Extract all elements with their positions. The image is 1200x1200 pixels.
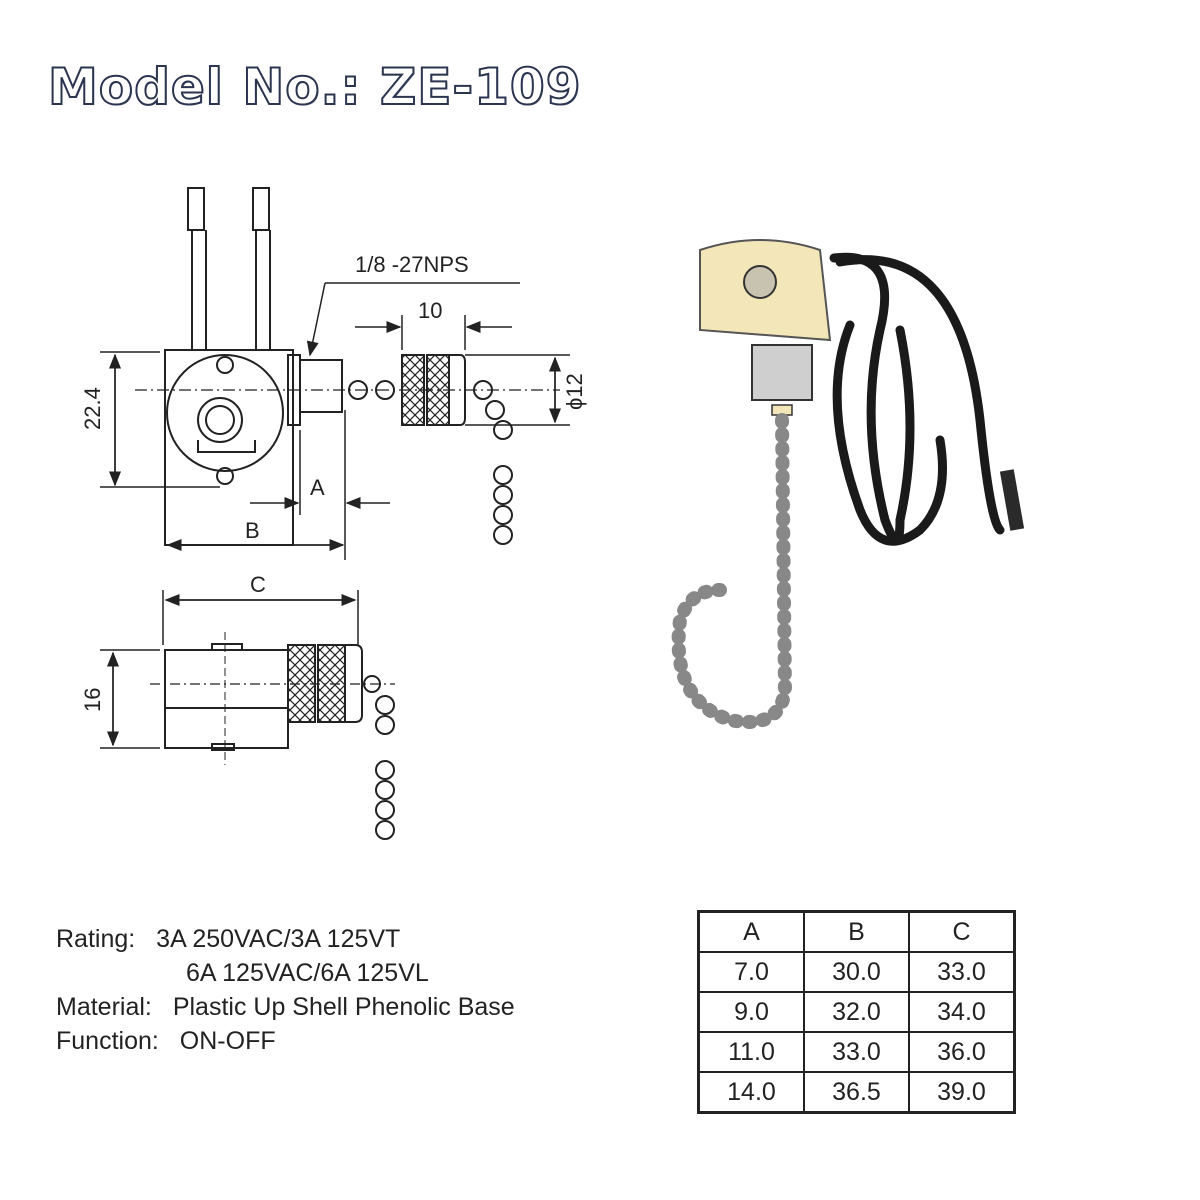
cell-a: 14.0: [697, 1071, 805, 1114]
cell-c: 33.0: [908, 951, 1016, 993]
cell-c: 34.0: [908, 991, 1016, 1033]
rating-value-1: 3A 250VAC/3A 125VT: [156, 925, 401, 953]
function-value: ON-OFF: [179, 1027, 276, 1055]
table-row: 11.0 33.0 36.0: [697, 1031, 1016, 1073]
cell-c: 36.0: [908, 1031, 1016, 1073]
dimensions-table: A B C 7.0 30.0 33.0 9.0 32.0 34.0 11.0 3…: [697, 910, 1016, 1114]
product-photo: [671, 239, 1025, 729]
function-label: Function:: [56, 1027, 159, 1055]
thread-spec-label: 1/8 -27NPS: [355, 252, 469, 277]
header-c: C: [908, 910, 1016, 953]
cell-c: 39.0: [908, 1071, 1016, 1114]
rating-value-2: 6A 125VAC/6A 125VL: [186, 959, 429, 987]
function-row: Function: ON-OFF: [56, 1024, 515, 1058]
specifications: Rating: 3A 250VAC/3A 125VT 6A 125VAC/6A …: [56, 922, 515, 1058]
table-row: 7.0 30.0 33.0: [697, 951, 1016, 993]
cell-b: 33.0: [803, 1031, 910, 1073]
cell-a: 11.0: [697, 1031, 805, 1073]
rating-row-2: 6A 125VAC/6A 125VL: [56, 956, 515, 990]
cell-b: 30.0: [803, 951, 910, 993]
cell-b: 36.5: [803, 1071, 910, 1114]
front-view: [100, 187, 570, 560]
table-row: 9.0 32.0 34.0: [697, 991, 1016, 1033]
header-a: A: [697, 910, 805, 953]
dim-a-label: A: [310, 475, 325, 500]
dim-knob-diameter: ϕ12: [562, 373, 587, 410]
material-label: Material:: [56, 993, 152, 1021]
rating-row: Rating: 3A 250VAC/3A 125VT: [56, 922, 515, 956]
material-row: Material: Plastic Up Shell Phenolic Base: [56, 990, 515, 1024]
dim-knob-length: 10: [418, 298, 442, 323]
cell-a: 9.0: [697, 991, 805, 1033]
dim-c-label: C: [250, 572, 266, 597]
table-header-row: A B C: [697, 910, 1016, 953]
cell-b: 32.0: [803, 991, 910, 1033]
page-title: Model No.: ZE-109: [47, 57, 582, 117]
dim-side-height: 16: [80, 688, 105, 712]
dim-height: 22.4: [80, 387, 105, 430]
cell-a: 7.0: [697, 951, 805, 993]
rating-label: Rating:: [56, 925, 136, 953]
header-b: B: [803, 910, 910, 953]
table-row: 14.0 36.5 39.0: [697, 1071, 1016, 1114]
material-value: Plastic Up Shell Phenolic Base: [172, 993, 515, 1021]
dim-b-label: B: [245, 518, 260, 543]
side-view: [100, 590, 395, 840]
